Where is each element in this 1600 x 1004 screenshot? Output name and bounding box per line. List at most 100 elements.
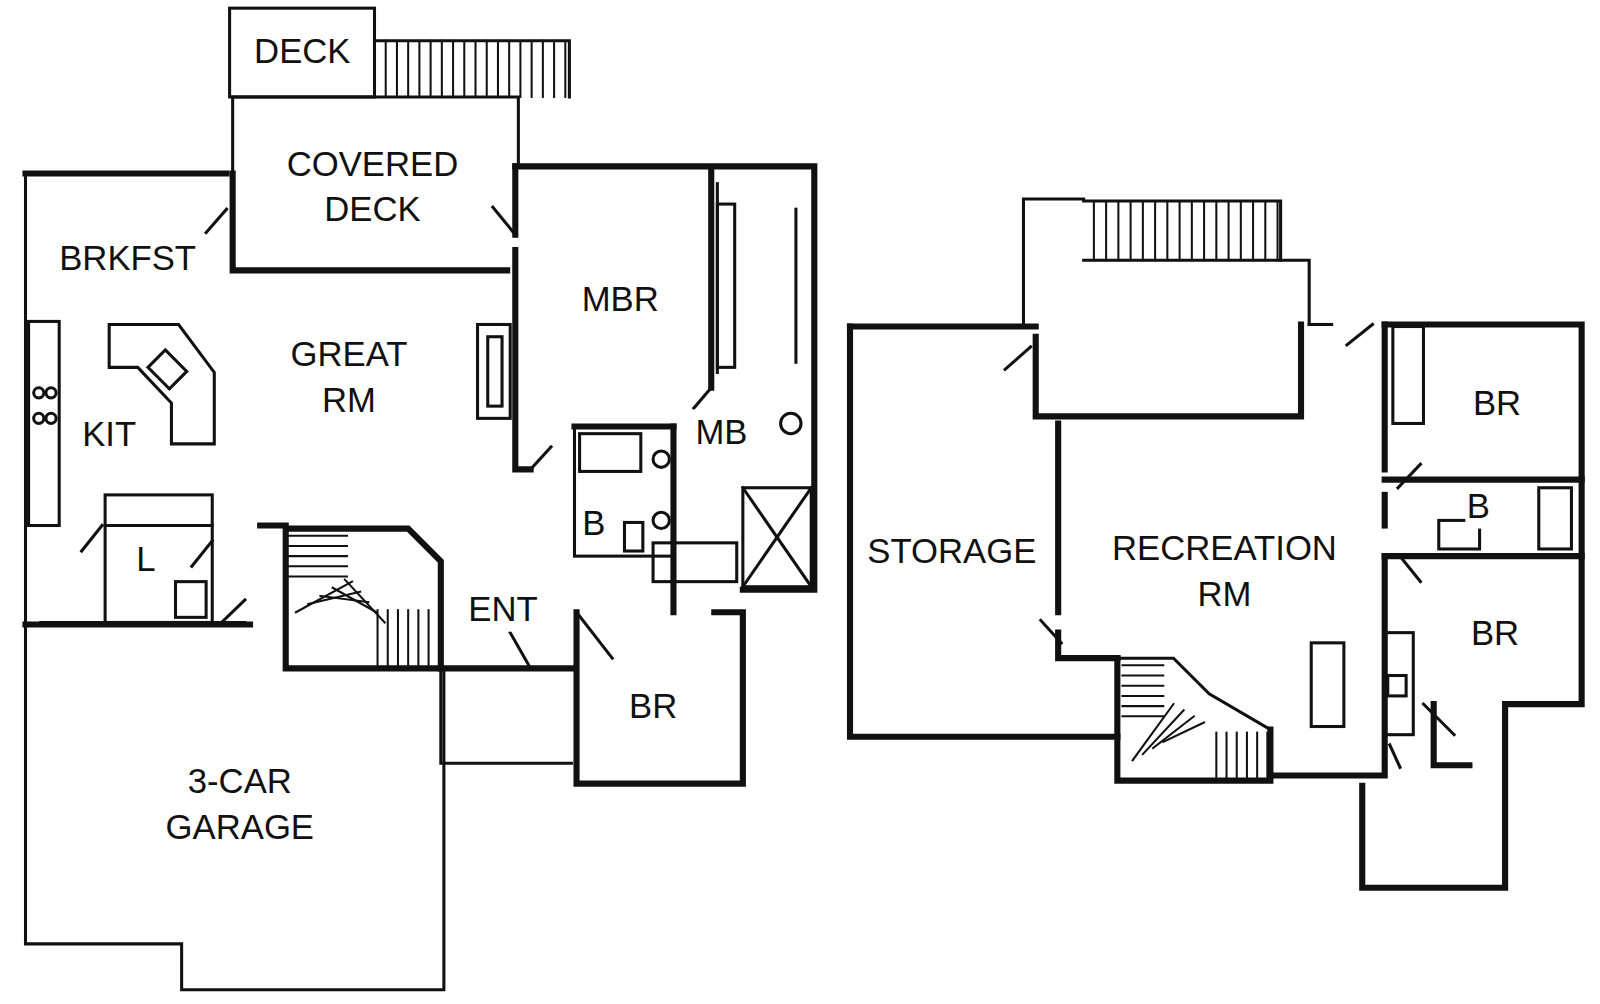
stair-tread xyxy=(1130,201,1132,260)
wall-line xyxy=(488,337,502,406)
stair-tread xyxy=(1215,201,1217,260)
room-label: MB xyxy=(693,409,749,455)
wall-line xyxy=(531,447,551,469)
stair-tread xyxy=(531,41,533,97)
stair-tread xyxy=(1122,674,1163,676)
wall-line xyxy=(26,166,1582,887)
wall-line xyxy=(1036,324,1301,416)
wall-line xyxy=(24,173,27,624)
stair-tread xyxy=(377,610,379,668)
room-label: GREAT RM xyxy=(276,332,423,424)
room-label: COVERED DECK xyxy=(268,141,476,233)
wall-line xyxy=(219,600,245,624)
wall-line xyxy=(1390,745,1400,767)
room-label: RECREATION RM xyxy=(1090,526,1359,618)
stair-tread xyxy=(1143,710,1184,754)
wall-line xyxy=(577,612,613,658)
wall-line xyxy=(577,612,743,783)
wall-line xyxy=(1084,260,1310,324)
wall-line xyxy=(260,526,441,669)
wall-line xyxy=(1382,495,1388,526)
wall-line xyxy=(26,8,1572,990)
stair-tread xyxy=(385,41,387,97)
room-label: DECK xyxy=(252,28,352,74)
wall-line xyxy=(34,413,44,423)
stair-tread xyxy=(407,610,409,668)
wall-line xyxy=(82,526,102,552)
room-label: 3-CAR GARAGE xyxy=(141,758,339,850)
stair-tread xyxy=(463,41,465,97)
wall-line xyxy=(212,621,245,624)
wall-line xyxy=(1385,553,1582,559)
wall-line xyxy=(850,323,1036,329)
stair-tread xyxy=(1122,664,1163,666)
wall-line xyxy=(46,413,56,423)
wall-line xyxy=(46,388,56,398)
stair-tread xyxy=(1226,733,1228,781)
room-label: BR xyxy=(1469,610,1521,656)
stair-tread xyxy=(1122,685,1163,687)
stair-tread xyxy=(1236,733,1238,781)
stair-tread xyxy=(1277,201,1279,260)
stair-tread xyxy=(288,565,347,567)
wall-line xyxy=(105,495,212,623)
room-label: B xyxy=(1465,483,1492,529)
wall-line xyxy=(478,324,511,418)
room-label: B xyxy=(580,499,607,545)
room-label: MBR xyxy=(580,276,661,322)
wall-line xyxy=(653,512,669,528)
stair-tread xyxy=(474,41,476,97)
wall-line xyxy=(1347,324,1373,344)
stair-tread xyxy=(418,41,420,97)
stair-tread xyxy=(1252,201,1254,260)
stair-tread xyxy=(1191,201,1193,260)
stair-tread xyxy=(542,41,544,97)
wall-line xyxy=(708,168,714,387)
wall-line xyxy=(1385,477,1582,483)
wall-line xyxy=(580,434,641,472)
stair-tread xyxy=(1264,201,1266,260)
wall-line xyxy=(1434,704,1470,765)
stair-tread xyxy=(428,610,430,668)
wall-line xyxy=(230,8,375,97)
stair-tread xyxy=(1153,716,1194,748)
stair-tread xyxy=(1133,704,1174,760)
wall-line xyxy=(717,204,734,367)
wall-line xyxy=(1041,620,1061,642)
wall-line xyxy=(374,41,569,97)
wall-line xyxy=(1117,658,1270,780)
wall-line xyxy=(1117,658,1270,729)
wall-line xyxy=(653,451,669,467)
stair-tread xyxy=(1117,201,1119,260)
wall-line xyxy=(1362,324,1581,887)
wall-line xyxy=(1423,704,1454,735)
wall-line xyxy=(781,413,801,433)
stair-tread xyxy=(1240,201,1242,260)
room-label: STORAGE xyxy=(865,528,1038,574)
wall-line xyxy=(192,541,212,567)
stair-tread xyxy=(1163,722,1204,741)
wall-line xyxy=(441,668,572,763)
stair-tread xyxy=(288,545,347,547)
stair-tread xyxy=(387,610,389,668)
stair-tread xyxy=(1122,715,1163,717)
wall-line xyxy=(1311,643,1344,727)
stair-tread xyxy=(1105,201,1107,260)
stair-tread xyxy=(497,41,499,97)
wall-line xyxy=(743,488,811,587)
wall-line xyxy=(29,321,60,525)
wall-line xyxy=(850,327,1117,737)
wall-line xyxy=(743,488,811,587)
stair-tread xyxy=(288,555,347,557)
wall-line xyxy=(1023,199,1083,327)
wall-line xyxy=(1005,347,1031,369)
stair-tread xyxy=(1093,201,1095,260)
stair-tread xyxy=(345,580,385,623)
wall-line xyxy=(624,522,642,551)
wall-line xyxy=(1400,556,1420,582)
wall-line xyxy=(1309,323,1331,326)
stair-tread xyxy=(288,535,347,537)
stair-tread xyxy=(397,610,399,668)
